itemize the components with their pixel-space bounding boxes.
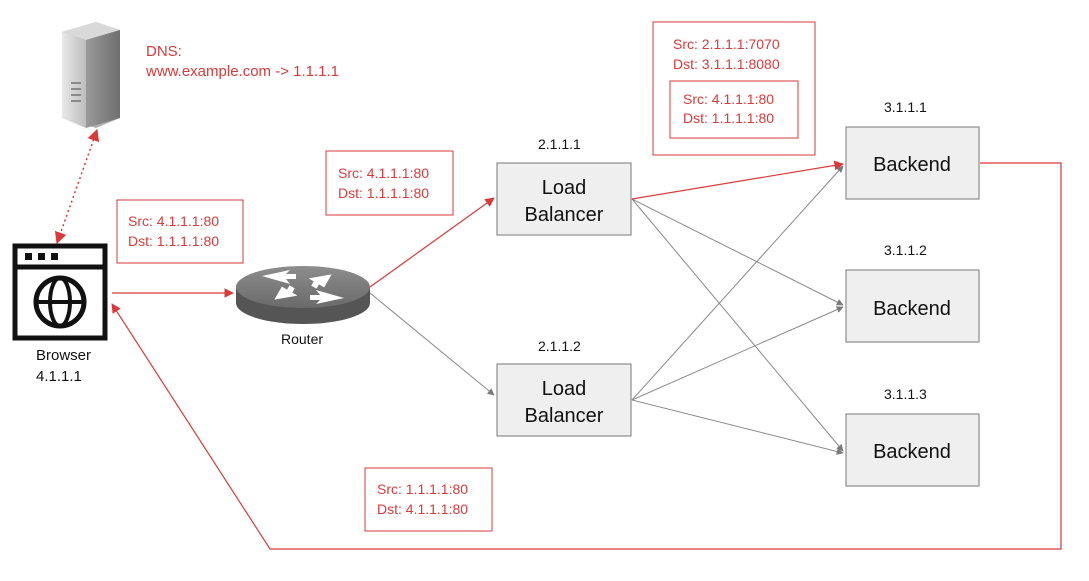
router-label: Router (281, 331, 323, 347)
arrow-router-to-lb1 (369, 197, 495, 288)
backend2-label: Backend (873, 298, 951, 320)
dns-record: www.example.com -> 1.1.1.1 (145, 63, 339, 80)
packet-dst: Dst: 1.1.1.1:80 (338, 185, 429, 201)
lb2-label-line2: Balancer (525, 405, 604, 427)
server-icon (62, 22, 120, 128)
load-balancer-1: 2.1.1.1 Load Balancer (496, 136, 632, 236)
packet-backend-to-browser: Src: 1.1.1.1:80 Dst: 4.1.1.1:80 (364, 467, 493, 532)
packet-router-to-lb: Src: 4.1.1.1:80 Dst: 1.1.1.1:80 (325, 150, 454, 216)
gray-connections (369, 165, 844, 455)
browser-node: Browser 4.1.1.1 (12, 243, 108, 385)
lb1-box (496, 162, 632, 236)
arrow-lb1-to-backend3 (631, 198, 844, 452)
packet-src: Src: 4.1.1.1:80 (128, 213, 219, 229)
arrow-lb2-to-backend1 (631, 165, 844, 401)
arrow-lb1-to-backend1 (631, 160, 844, 200)
browser-label: Browser (36, 347, 91, 364)
red-connections (54, 128, 1062, 550)
backend2-ip: 3.1.1.2 (884, 242, 927, 258)
packet-dst: Dst: 4.1.1.1:80 (377, 501, 468, 517)
lb1-ip: 2.1.1.1 (538, 136, 581, 152)
dns-server: DNS: www.example.com -> 1.1.1.1 (62, 22, 339, 128)
lb1-label-line2: Balancer (525, 204, 604, 226)
lb2-ip: 2.1.1.2 (538, 338, 581, 354)
browser-ip: 4.1.1.1 (36, 368, 82, 385)
arrow-lb2-to-backend3 (631, 399, 844, 455)
packet-inner-src: Src: 4.1.1.1:80 (683, 91, 774, 107)
backend1-box (845, 126, 980, 200)
backend2-box (845, 269, 980, 343)
backend-2: 3.1.1.2 Backend (845, 242, 980, 343)
backend3-label: Backend (873, 441, 951, 463)
packet-browser-to-router: Src: 4.1.1.1:80 Dst: 1.1.1.1:80 (116, 199, 244, 264)
packet-outer-dst: Dst: 3.1.1.1:8080 (673, 56, 780, 72)
packet-inner-dst: Dst: 1.1.1.1:80 (683, 110, 774, 126)
packet-lb-to-backend: Src: 2.1.1.1:7070 Dst: 3.1.1.1:8080 Src:… (652, 21, 816, 156)
packet-outer-src: Src: 2.1.1.1:7070 (673, 36, 780, 52)
packet-src: Src: 1.1.1.1:80 (377, 481, 468, 497)
browser-globe-icon (12, 243, 108, 341)
return-path-backend-to-browser (111, 162, 1062, 550)
load-balancer-2: 2.1.1.2 Load Balancer (496, 338, 632, 437)
dns-lookup-dotted (54, 128, 100, 245)
arrow-lb1-to-backend2 (631, 198, 844, 306)
dns-title: DNS: (146, 43, 182, 60)
packet-dst: Dst: 1.1.1.1:80 (128, 233, 219, 249)
lb2-box (496, 363, 632, 437)
arrow-router-to-lb2 (369, 292, 495, 396)
lb2-label-line1: Load (542, 378, 587, 400)
backend1-ip: 3.1.1.1 (884, 99, 927, 115)
backend1-label: Backend (873, 154, 951, 176)
router-node: Router (236, 266, 370, 347)
backend-1: 3.1.1.1 Backend (845, 99, 980, 200)
lb1-label-line1: Load (542, 177, 587, 199)
router-icon (236, 266, 370, 324)
backend3-ip: 3.1.1.3 (884, 386, 927, 402)
packet-src: Src: 4.1.1.1:80 (338, 165, 429, 181)
backend3-box (845, 413, 980, 487)
backend-3: 3.1.1.3 Backend (845, 386, 980, 487)
arrow-lb2-to-backend2 (631, 306, 844, 401)
